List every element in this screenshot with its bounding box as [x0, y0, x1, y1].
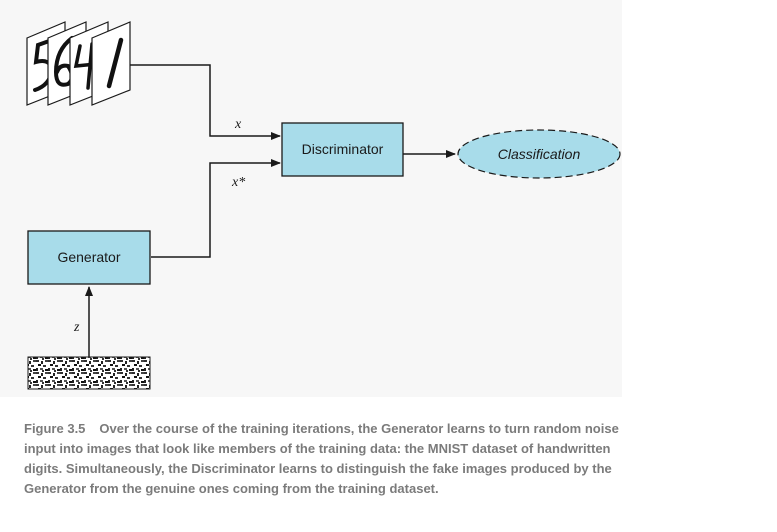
generator-label: Generator	[57, 249, 120, 265]
random-noise-image	[27, 356, 151, 390]
classification-label: Classification	[498, 146, 581, 162]
generator-box: Generator	[27, 230, 151, 285]
digit-image-1	[91, 21, 131, 106]
noise-label: z	[73, 320, 80, 335]
discriminator-box: Discriminator	[281, 122, 404, 177]
real-input-label: x	[234, 117, 242, 132]
gan-diagram: x x* Discriminator Classification Genera…	[26, 21, 621, 390]
classification-ellipse: Classification	[457, 129, 621, 179]
real-data-arrow	[130, 64, 281, 140]
caption-text: Over the course of the training iteratio…	[24, 421, 619, 496]
mnist-digit-stack	[26, 21, 131, 106]
fake-input-label: x*	[231, 175, 245, 190]
fake-data-arrow	[151, 159, 281, 258]
discriminator-label: Discriminator	[302, 141, 384, 157]
figure-number: Figure 3.5	[24, 421, 86, 436]
